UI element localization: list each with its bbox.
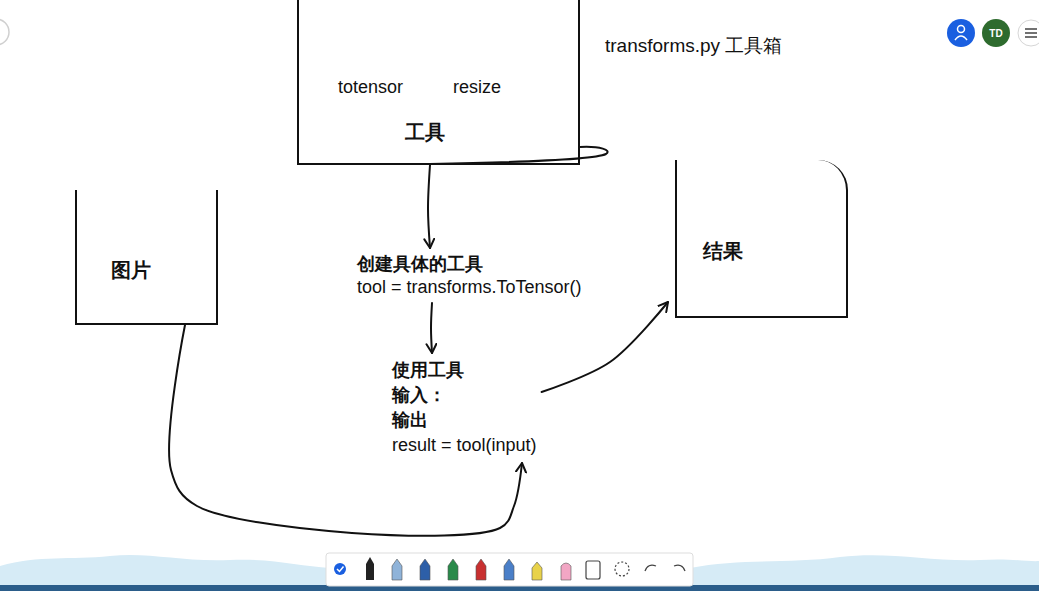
code-line: tool = transforms.ToTensor() xyxy=(357,276,582,299)
flow-arrow xyxy=(542,302,668,392)
step-field: 输出 xyxy=(392,408,537,433)
flow-arrow xyxy=(169,325,522,536)
box-caption: 工具 xyxy=(405,120,445,145)
flow-arrow xyxy=(428,165,430,248)
tool-name: totensor xyxy=(338,76,403,99)
menu-button xyxy=(1018,20,1039,46)
step-text: 使用工具输入：输出result = tool(input) xyxy=(392,358,537,458)
step-heading: 使用工具 xyxy=(392,358,537,383)
toolbar-check xyxy=(337,567,344,572)
avatar-initials: TD xyxy=(989,28,1002,39)
pen-icons xyxy=(366,557,685,580)
avatar xyxy=(982,19,1010,47)
toolbar-check xyxy=(334,563,346,575)
result-box: 结果 xyxy=(675,160,848,318)
input-box: 图片 xyxy=(75,190,218,325)
hand-stroke xyxy=(430,147,608,164)
menu-icon xyxy=(1025,29,1037,37)
box-caption: 结果 xyxy=(703,239,743,264)
pen-toolbar xyxy=(326,553,693,586)
tool-name: resize xyxy=(453,76,501,99)
flow-arrow xyxy=(431,303,432,353)
edge-button xyxy=(0,19,9,45)
box-heading: transforms.py 工具箱 xyxy=(605,34,782,58)
box-caption: 图片 xyxy=(111,258,151,283)
user-button xyxy=(947,19,975,47)
step-field: 输入： xyxy=(392,383,537,408)
landscape-band xyxy=(0,555,330,586)
step-heading: 创建具体的工具 xyxy=(357,253,582,276)
code-line: result = tool(input) xyxy=(392,433,537,458)
step-text: 创建具体的工具tool = transforms.ToTensor() xyxy=(357,253,582,298)
user-icon xyxy=(955,36,967,40)
landscape-band xyxy=(690,555,1039,586)
user-icon xyxy=(958,26,965,33)
toolbox-box: totensorresize工具transforms.py 工具箱 xyxy=(297,0,580,165)
